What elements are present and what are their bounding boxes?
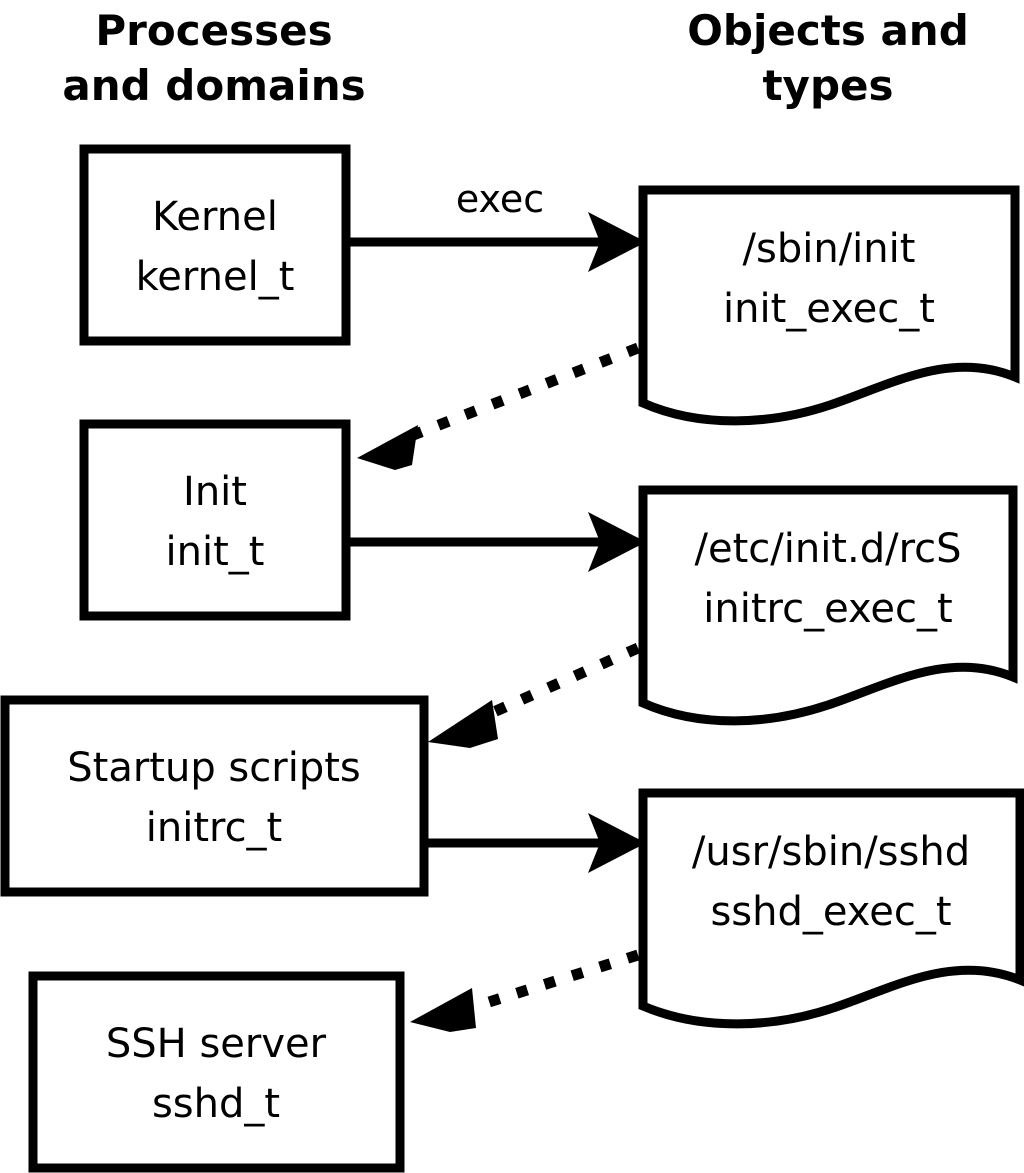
node-init-box[interactable]: [79, 419, 351, 621]
node-initrc_exec-line2: initrc_exec_t: [703, 586, 952, 632]
arrowhead-icon: [588, 212, 646, 272]
node-initrc-box[interactable]: [0, 695, 429, 897]
node-sshd-line1: SSH server: [106, 1021, 327, 1067]
column-header-objects-line1: Objects and: [687, 6, 969, 55]
edge-init-exec-initrc_exec: [350, 512, 646, 572]
edge-kernel-exec-init_exec: exec: [350, 177, 646, 272]
edge-init_exec-transition-init: [357, 342, 640, 470]
node-initrc-line1: Startup scripts: [67, 745, 360, 791]
node-sshd_exec[interactable]: /usr/sbin/sshd sshd_exec_t: [638, 788, 1024, 1029]
node-init-line1: Init: [183, 469, 247, 515]
node-init_exec[interactable]: /sbin/init init_exec_t: [638, 185, 1020, 426]
node-sshd_exec-line1: /usr/sbin/sshd: [692, 829, 970, 875]
edge-initrc_exec-transition-initrc: [428, 642, 641, 748]
edge-line: [406, 342, 640, 443]
arrowhead-icon: [588, 512, 646, 572]
node-sshd[interactable]: SSH server sshd_t: [28, 971, 405, 1173]
arrowhead-icon: [428, 700, 498, 748]
edge-initrc-exec-sshd_exec: [428, 813, 646, 873]
edge-label-exec: exec: [456, 177, 544, 221]
arrowhead-icon: [588, 813, 646, 873]
arrowhead-icon: [410, 988, 476, 1032]
column-header-processes-line2: and domains: [62, 61, 365, 110]
arrowhead-icon: [357, 425, 418, 470]
node-init[interactable]: Init init_t: [79, 419, 351, 621]
node-initrc[interactable]: Startup scripts initrc_t: [0, 695, 429, 897]
node-initrc_exec-document-shape[interactable]: [638, 485, 1018, 726]
node-init-line2: init_t: [166, 529, 265, 575]
node-sshd_exec-line2: sshd_exec_t: [710, 889, 951, 935]
edge-sshd_exec-transition-sshd: [410, 949, 640, 1032]
node-initrc_exec[interactable]: /etc/init.d/rcS initrc_exec_t: [638, 485, 1018, 726]
node-kernel-line1: Kernel: [152, 194, 278, 240]
node-init_exec-line1: /sbin/init: [743, 226, 916, 272]
node-sshd-line2: sshd_t: [152, 1081, 280, 1127]
edge-line: [484, 642, 641, 721]
column-header-objects-line2: types: [762, 61, 893, 110]
node-initrc-line2: initrc_t: [146, 805, 283, 851]
node-kernel[interactable]: Kernel kernel_t: [79, 144, 351, 346]
node-sshd-box[interactable]: [28, 971, 405, 1173]
column-header-processes-line1: Processes: [95, 6, 332, 55]
node-kernel-box[interactable]: [79, 144, 351, 346]
node-sshd_exec-document-shape[interactable]: [638, 788, 1024, 1029]
node-initrc_exec-line1: /etc/init.d/rcS: [694, 526, 961, 572]
column-header-processes: Processes and domains: [62, 6, 365, 110]
node-init_exec-line2: init_exec_t: [723, 286, 935, 332]
node-init_exec-document-shape[interactable]: [638, 185, 1020, 426]
column-header-objects: Objects and types: [687, 6, 969, 110]
edge-line: [468, 949, 640, 1014]
node-kernel-line2: kernel_t: [136, 254, 295, 300]
